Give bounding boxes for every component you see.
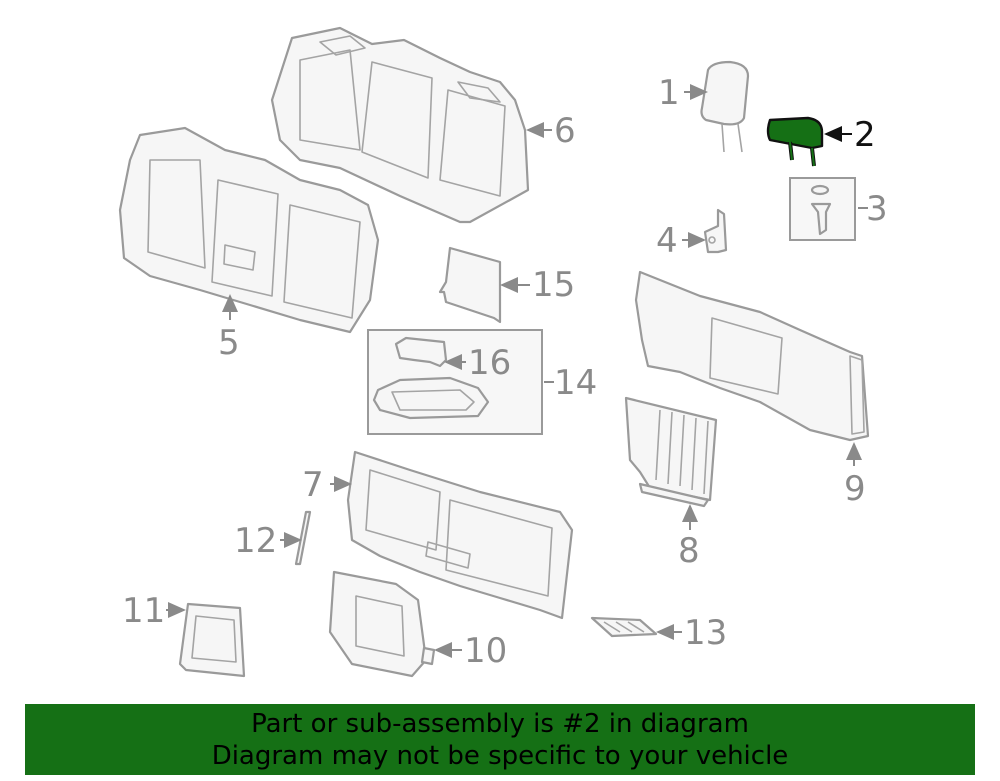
banner-line-1: Part or sub-assembly is #2 in diagram xyxy=(251,708,749,739)
part-14-assembly[interactable] xyxy=(367,329,543,435)
part-7-seat-frame[interactable] xyxy=(346,450,574,620)
part-2-armrest-highlighted[interactable] xyxy=(766,116,824,167)
callout-9: 9 xyxy=(844,469,866,509)
part-1-headrest[interactable] xyxy=(700,60,750,153)
info-banner: Part or sub-assembly is #2 in diagram Di… xyxy=(25,704,975,775)
callout-7: 7 xyxy=(302,465,324,505)
callout-labels: 1 2 3 4 5 6 7 8 9 10 11 12 13 14 15 16 xyxy=(122,73,888,671)
part-8-grille-panel[interactable] xyxy=(624,396,718,508)
part-11-cover[interactable] xyxy=(178,602,246,678)
parts-diagram: 1 2 3 4 5 6 7 8 9 10 11 12 13 14 15 16 xyxy=(118,26,888,678)
part-5-seat-back-lower[interactable] xyxy=(118,126,380,334)
callout-11: 11 xyxy=(122,591,165,631)
callout-5: 5 xyxy=(218,323,240,363)
callout-10: 10 xyxy=(464,631,507,671)
callout-15: 15 xyxy=(532,265,575,305)
part-12-rod[interactable] xyxy=(294,510,312,566)
callout-1: 1 xyxy=(658,73,680,113)
part-9-rear-panel[interactable] xyxy=(634,270,870,442)
callout-16: 16 xyxy=(468,343,511,383)
callout-12: 12 xyxy=(234,521,277,561)
callout-13: 13 xyxy=(684,613,727,653)
part-15-panel[interactable] xyxy=(438,246,502,324)
part-16-latch[interactable] xyxy=(394,336,448,368)
callout-4: 4 xyxy=(656,221,678,261)
part-6-seat-back-upper[interactable] xyxy=(270,26,530,224)
callout-2: 2 xyxy=(854,115,876,155)
leader-lines xyxy=(166,84,868,658)
callout-3: 3 xyxy=(866,189,888,229)
callout-14: 14 xyxy=(554,363,597,403)
callout-6: 6 xyxy=(554,111,576,151)
banner-line-2: Diagram may not be specific to your vehi… xyxy=(211,740,789,771)
part-10-mount[interactable] xyxy=(328,570,436,678)
part-3-fastener-kit[interactable] xyxy=(789,177,856,241)
part-4-bracket[interactable] xyxy=(703,208,728,254)
callout-8: 8 xyxy=(678,531,700,571)
part-13-vent[interactable] xyxy=(590,616,658,638)
